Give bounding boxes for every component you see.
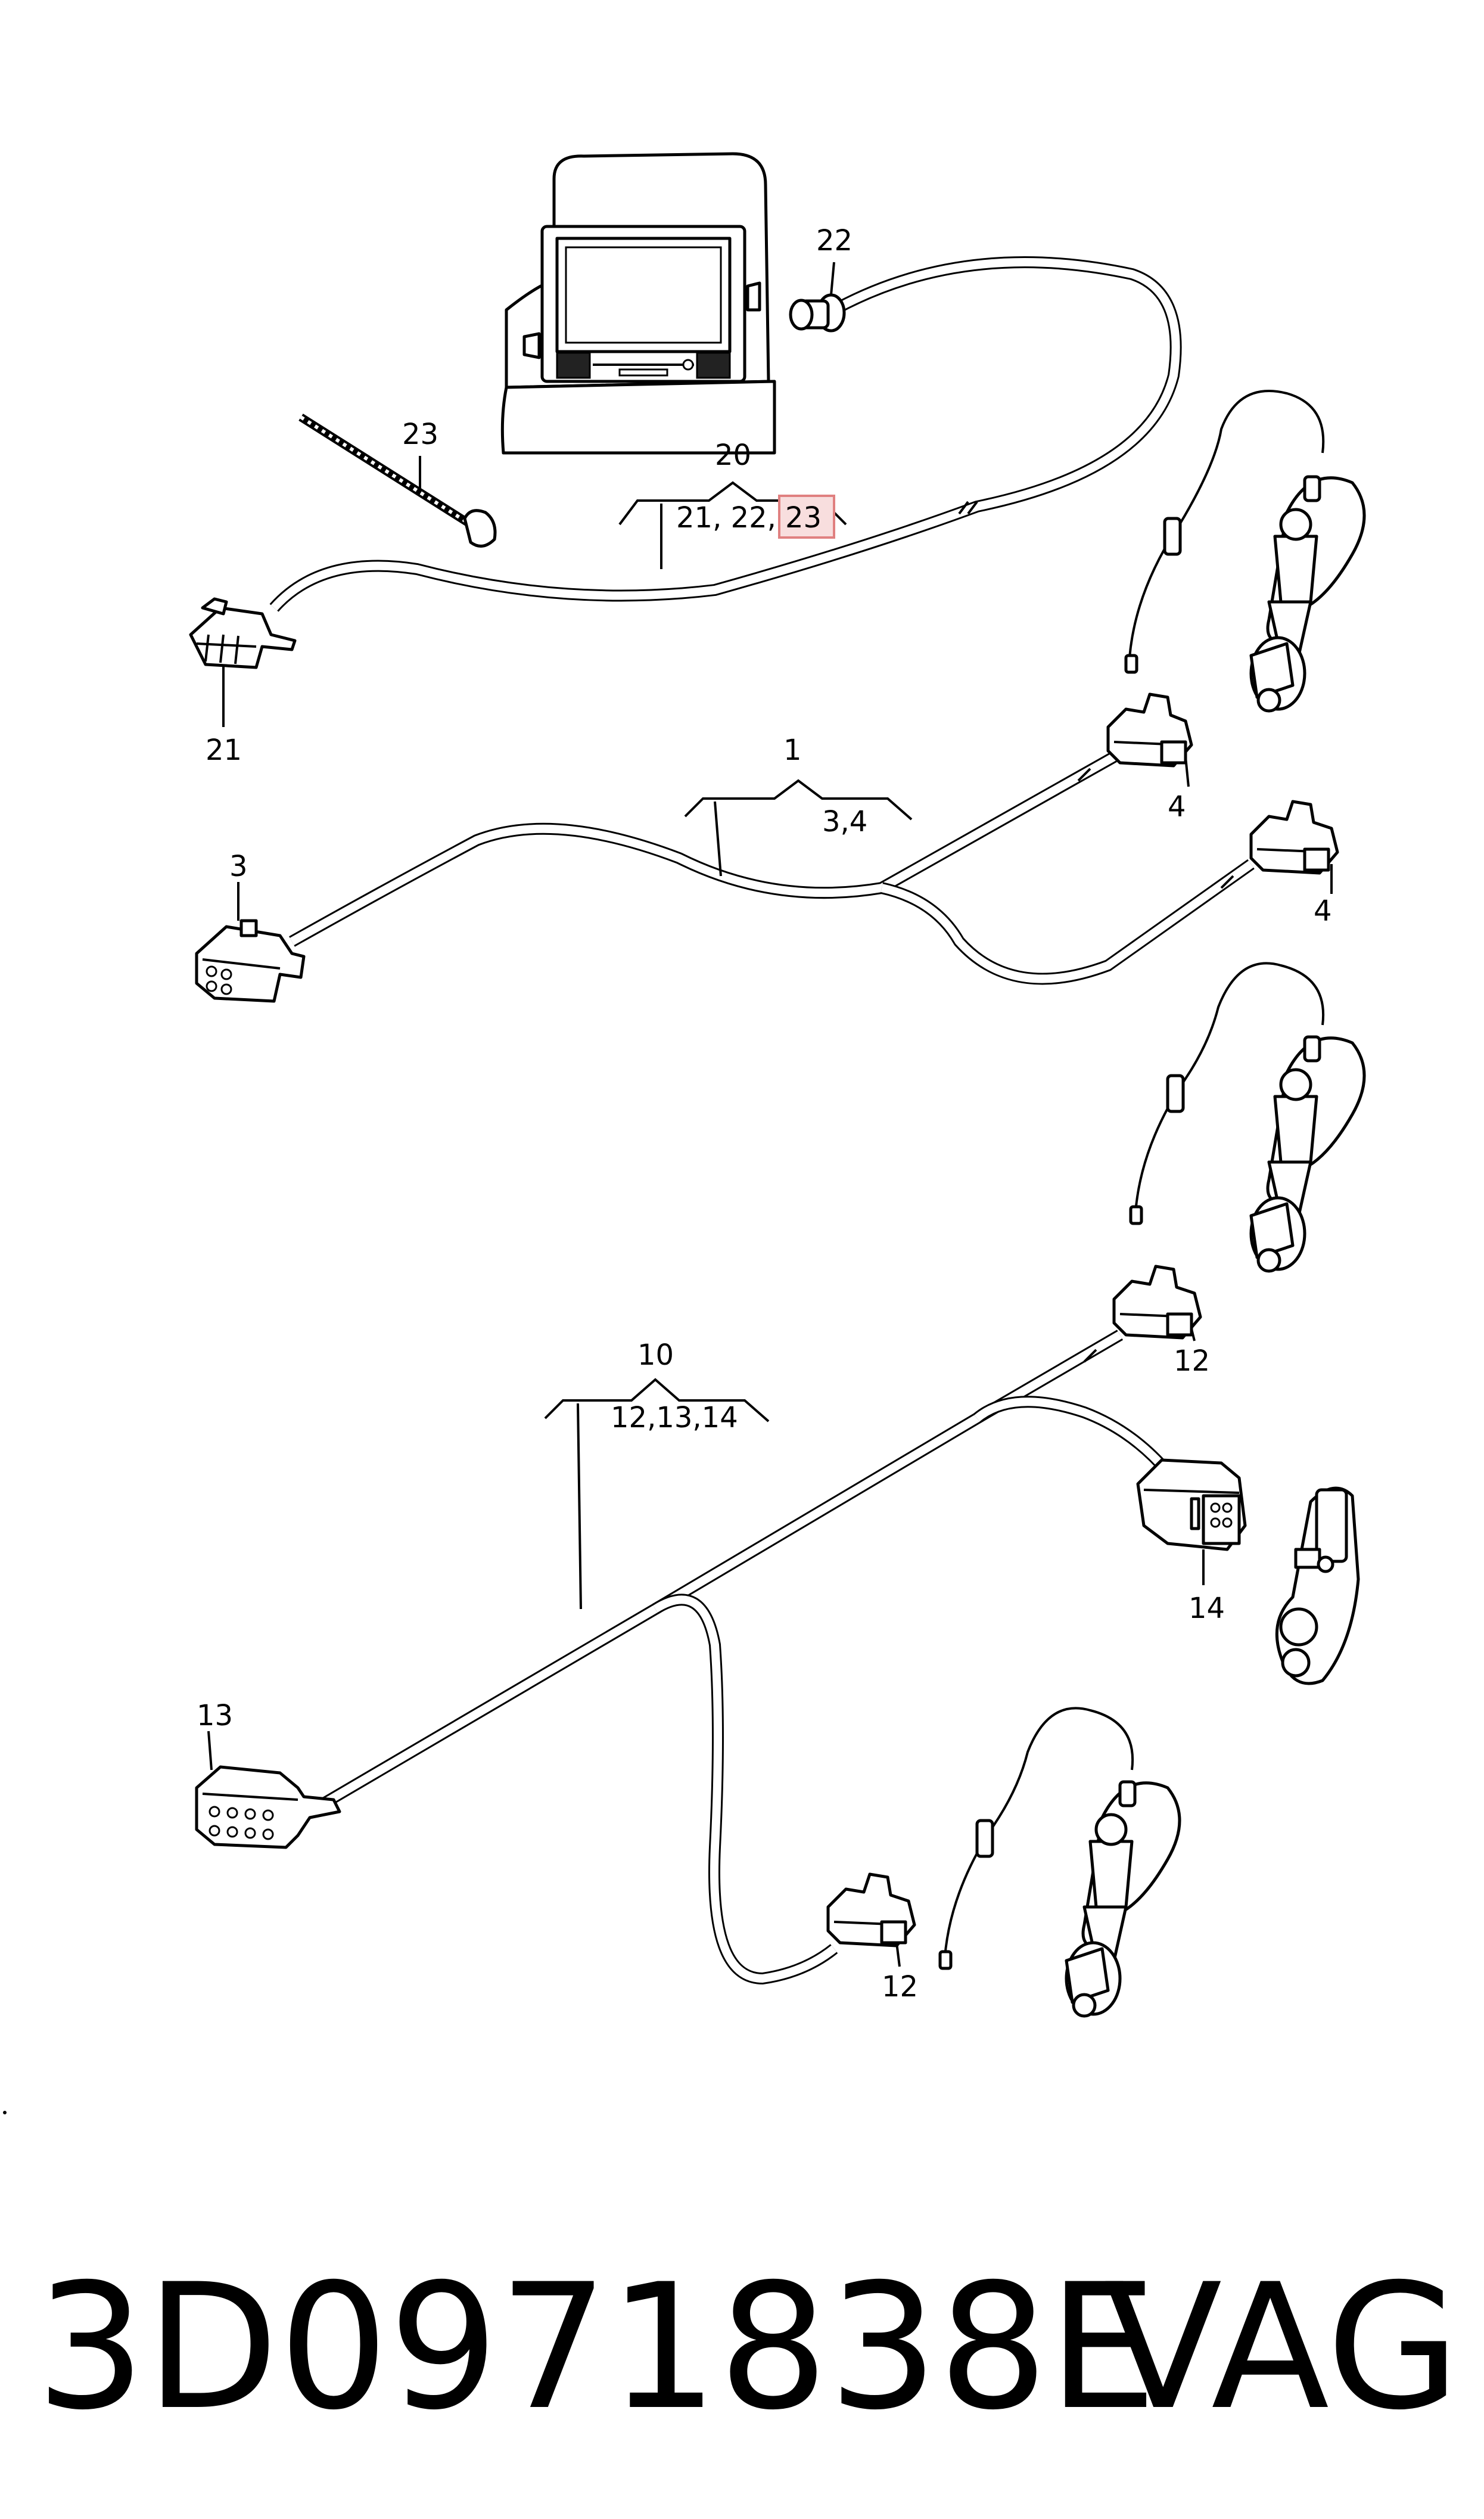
- connector-12a: [1112, 1265, 1202, 1341]
- motor-assembly-mid: [1129, 962, 1366, 1273]
- motor-small-right: [1275, 1486, 1360, 1685]
- callout-1: 1: [783, 734, 802, 767]
- grommet-22: [789, 262, 846, 333]
- parts-diagram: 22 23 20 21, 22, 23 21 1 3,4 4 4 3 10 12…: [3, 152, 1366, 2114]
- connector-4b: [1249, 800, 1339, 894]
- connector-14: [1136, 1458, 1247, 1585]
- callout-20: 20: [715, 439, 751, 472]
- part-number: 3D0971838E: [36, 2247, 1158, 2448]
- bracket-20: [618, 481, 847, 569]
- callout-10: 10: [637, 1338, 674, 1372]
- motor-assembly-top: [1124, 390, 1366, 713]
- connector-3: [195, 882, 306, 1003]
- cable-20: [269, 256, 1182, 612]
- cable-1: [289, 751, 1255, 985]
- callout-10-sub: 12,13,14: [611, 1401, 738, 1434]
- callout-1-sub: 3,4: [822, 805, 867, 838]
- callout-12b: 12: [882, 1970, 918, 2004]
- footer: 3D0971838E VAG: [0, 2253, 1484, 2443]
- connector-4a: [1106, 692, 1193, 787]
- callout-4b: 4: [1314, 894, 1332, 928]
- motor-assembly-bottom: [938, 1707, 1181, 2018]
- callout-22-top: 22: [816, 224, 853, 257]
- connector-13: [195, 1731, 341, 1849]
- brand-name: VAG: [1104, 2247, 1460, 2448]
- bracket-1: [684, 779, 913, 877]
- callout-20-sub-a: 21, 22,: [676, 501, 776, 535]
- callout-21: 21: [206, 734, 242, 767]
- cable-10: [306, 1330, 1172, 1985]
- callout-12a: 12: [1174, 1344, 1210, 1378]
- callout-14: 14: [1189, 1592, 1225, 1625]
- callout-20-sub-b: 23: [785, 501, 822, 535]
- callout-13: 13: [197, 1699, 233, 1732]
- connector-21: [189, 597, 297, 727]
- connector-12b: [826, 1872, 916, 1967]
- callout-23-top: 23: [402, 418, 438, 451]
- headrest-monitor: [500, 152, 776, 455]
- bracket-10: [544, 1378, 770, 1610]
- cable-tie-23: [298, 414, 497, 548]
- callout-4a: 4: [1168, 790, 1186, 824]
- highlight-box-23: [778, 495, 835, 539]
- callout-3: 3: [229, 850, 248, 883]
